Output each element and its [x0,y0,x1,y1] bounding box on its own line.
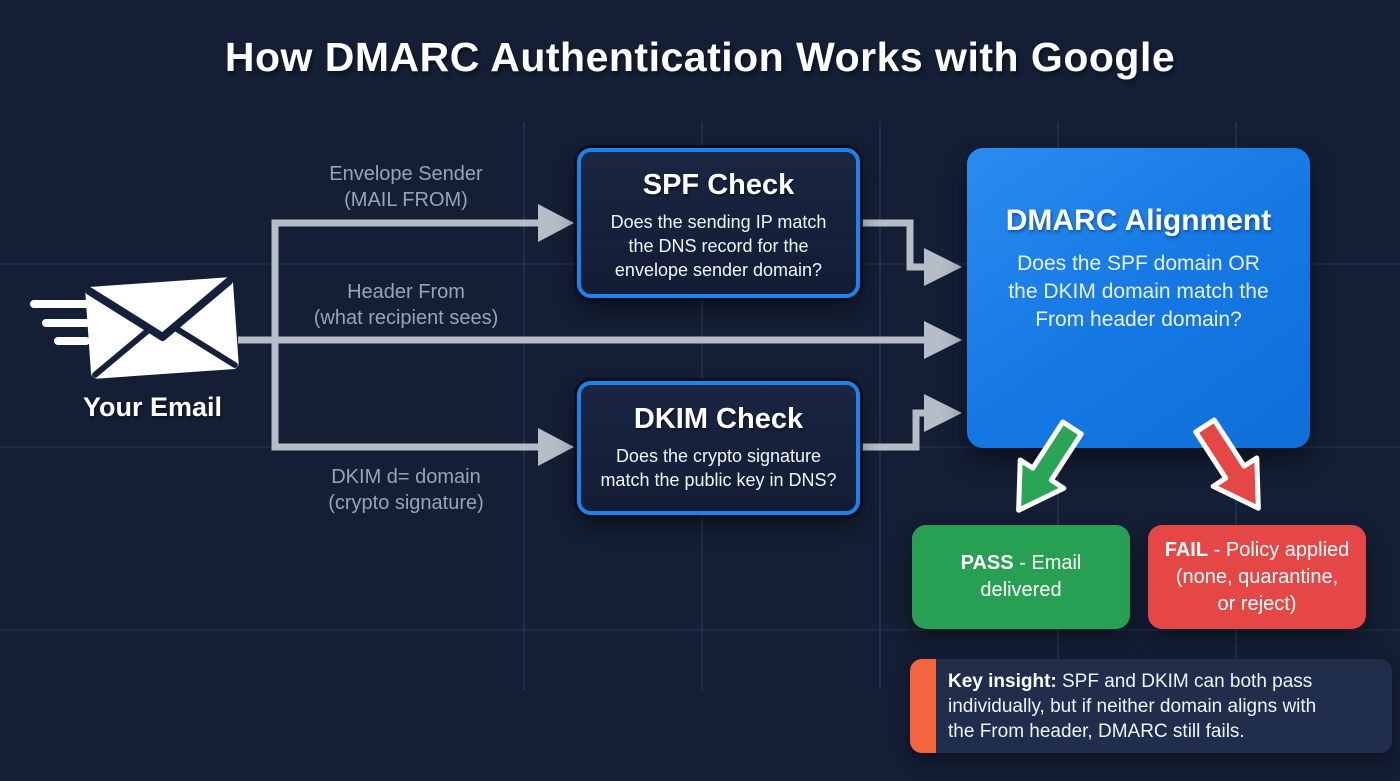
pass-result-box: PASS - Email delivered [912,525,1130,629]
arrowheads [538,204,962,466]
label-line: (MAIL FROM) [344,189,468,211]
dmarc-alignment-body: Does the SPF domain OR the DKIM domain m… [967,250,1310,334]
page-title: How DMARC Authentication Works with Goog… [224,34,1176,80]
dmarc-alignment-box: DMARC Alignment Does the SPF domain OR t… [967,148,1310,448]
key-insight-line3: the From header, DMARC still fails. [948,721,1245,742]
fail-line3: or reject) [1217,592,1297,615]
email-send-icon [30,277,239,379]
source-label: Your Email [82,392,223,422]
fail-result-text: FAIL - Policy applied (none, quarantine,… [1165,537,1350,618]
fail-keyword: FAIL [1164,538,1209,561]
fail-rest: - Policy applied [1208,538,1350,561]
envelope [85,277,239,379]
dkim-to-dmarc-line [860,409,926,451]
grid-line-horizontal [0,629,1400,631]
arrowhead-into-spf [538,204,574,242]
key-insight-line1: SPF and DKIM can both pass [1056,671,1313,692]
key-insight-text: Key insight: SPF and DKIM can both pass … [948,669,1380,744]
green-down-left-arrow-icon [1016,419,1084,513]
body-line: match the public key in DNS? [600,470,837,490]
key-insight-keyword: Key insight: [948,671,1057,692]
label-line: DKIM d= domain [331,466,481,488]
dkim-check-body: Does the crypto signature match the publ… [581,444,856,492]
pass-keyword: PASS [960,552,1014,574]
accent-bar [910,659,936,753]
spf-check-box: SPF Check Does the sending IP match the … [577,148,860,298]
pass-result-text: PASS - Email delivered [961,550,1082,604]
arrowhead-into-dkim [538,428,574,466]
arrowhead-headerfrom-into-dmarc [924,321,962,359]
arrowhead-spf-into-dmarc [924,248,962,286]
red-down-right-arrow-icon [1193,417,1261,511]
key-insight-line2: individually, but if neither domain alig… [948,696,1317,717]
key-insight-callout: Key insight: SPF and DKIM can both pass … [910,659,1392,753]
grid-line-vertical [879,122,881,690]
body-line: Does the SPF domain OR [1017,252,1260,275]
label-line: Envelope Sender [329,163,483,185]
body-line: Does the crypto signature [615,446,822,466]
dmarc-alignment-title: DMARC Alignment [1005,204,1272,237]
body-line: envelope sender domain? [614,260,823,280]
body-line: Does the sending IP match [610,212,827,232]
spf-check-title: SPF Check [642,169,795,201]
label-envelope-sender: Envelope Sender (MAIL FROM) [286,161,526,213]
label-line: Header From [347,281,465,303]
dkim-check-box: DKIM Check Does the crypto signature mat… [577,381,860,515]
spf-to-dmarc-line [860,219,926,271]
grid-line-vertical [523,122,525,690]
dkim-check-title: DKIM Check [633,403,804,435]
pass-rest: - Email [1013,552,1082,574]
fail-result-box: FAIL - Policy applied (none, quarantine,… [1148,525,1366,629]
label-dkim-domain: DKIM d= domain (crypto signature) [286,464,526,516]
body-line: From header domain? [1035,308,1242,331]
spf-check-body: Does the sending IP match the DNS record… [581,210,856,282]
body-line: the DNS record for the [628,236,809,256]
label-header-from: Header From (what recipient sees) [286,279,526,331]
label-line: (what recipient sees) [313,307,499,329]
arrowhead-dkim-into-dmarc [924,394,962,432]
fail-line2: (none, quarantine, [1175,565,1339,588]
label-line: (crypto signature) [328,492,484,514]
speed-lines [30,300,90,345]
pass-line2: delivered [980,579,1062,601]
body-line: the DKIM domain match the [1008,280,1269,303]
